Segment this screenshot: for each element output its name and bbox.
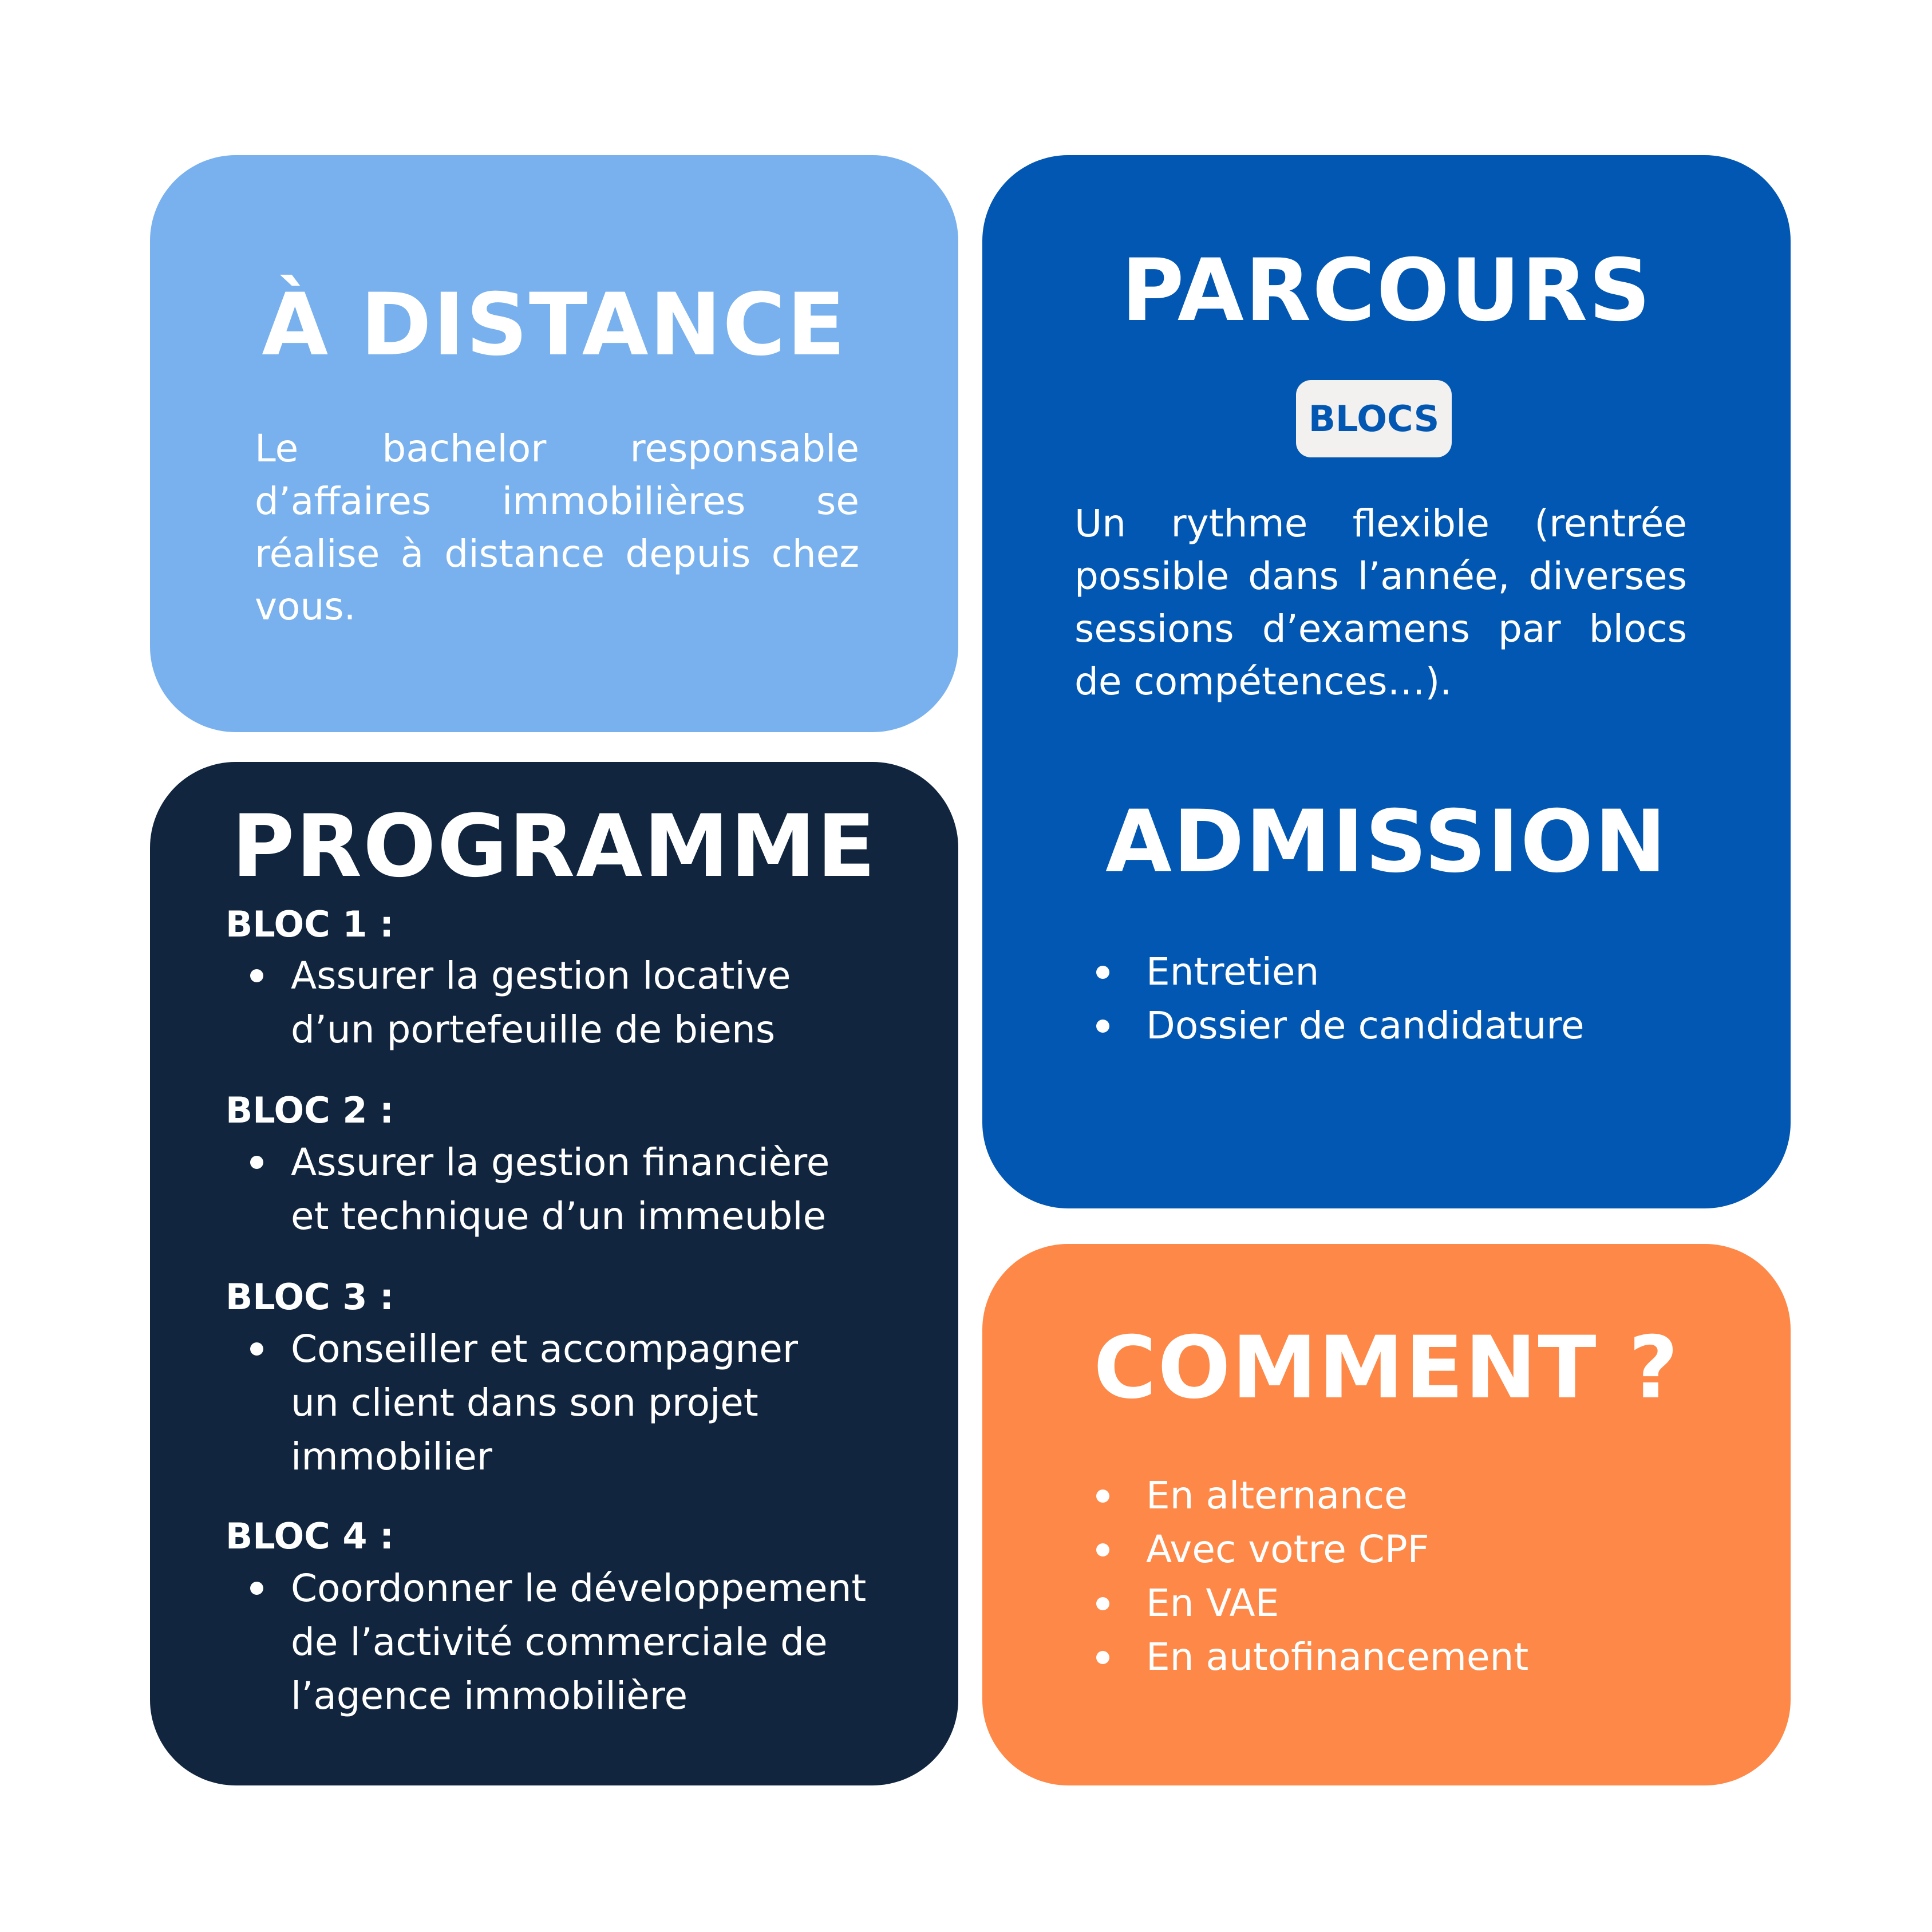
bullet-dot-icon	[250, 1342, 263, 1356]
bullet-dot-icon	[250, 969, 263, 982]
list-item: En autofinancement	[1081, 1630, 1528, 1684]
parcours-card: PARCOURS BLOCS Un rythme flexible (rentr…	[982, 155, 1791, 1208]
bloc-2-text: Assurer la gestion financière et techniq…	[291, 1140, 830, 1238]
list-item: En VAE	[1081, 1577, 1528, 1630]
bullet-dot-icon	[1096, 1020, 1109, 1033]
bloc-1-label: BLOC 1 :	[226, 903, 394, 945]
bloc-3-text: Conseiller et accompagner un client dans…	[291, 1327, 798, 1479]
list-item: Avec votre CPF	[1081, 1523, 1528, 1577]
programme-title: PROGRAMME	[231, 797, 877, 896]
list-item: Dossier de candidature	[1081, 999, 1585, 1053]
admission-title: ADMISSION	[1105, 792, 1668, 892]
bullet-dot-icon	[1096, 1543, 1109, 1556]
admission-list: Entretien Dossier de candidature	[1081, 945, 1585, 1053]
bloc-3-label: BLOC 3 :	[226, 1276, 394, 1318]
parcours-text: Un rythme flexible (rentrée possible dan…	[1074, 501, 1687, 704]
comment-title: COMMENT ?	[1093, 1318, 1680, 1418]
bullet-dot-icon	[1096, 966, 1109, 979]
list-item: En alternance	[1081, 1469, 1528, 1523]
parcours-title: PARCOURS	[1121, 241, 1652, 341]
distance-card: À DISTANCE Le bachelor responsable d’aff…	[150, 155, 958, 732]
comment-card: COMMENT ? En alternance Avec votre CPF E…	[982, 1244, 1791, 1785]
bloc-4-label: BLOC 4 :	[226, 1515, 394, 1557]
blocs-badge: BLOCS	[1296, 380, 1452, 457]
distance-text: Le bachelor responsable d’affaires immob…	[255, 426, 859, 629]
bullet-dot-icon	[250, 1582, 263, 1595]
bloc-1-text: Assurer la gestion locative d’un portefe…	[291, 954, 791, 1052]
bullet-dot-icon	[250, 1156, 263, 1169]
bullet-dot-icon	[1096, 1597, 1109, 1610]
bullet-dot-icon	[1096, 1651, 1109, 1664]
programme-card: PROGRAMME BLOC 1 : Assurer la gestion lo…	[150, 762, 958, 1785]
bullet-dot-icon	[1096, 1490, 1109, 1503]
bloc-2-label: BLOC 2 :	[226, 1089, 394, 1131]
list-item: Entretien	[1081, 945, 1585, 999]
comment-list: En alternance Avec votre CPF En VAE En a…	[1081, 1469, 1528, 1684]
bloc-4-text: Coordonner le développement de l’activit…	[291, 1566, 867, 1718]
distance-title: À DISTANCE	[262, 275, 847, 375]
